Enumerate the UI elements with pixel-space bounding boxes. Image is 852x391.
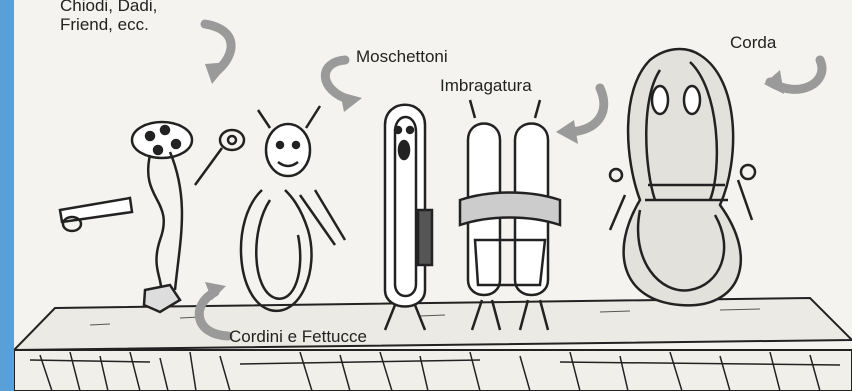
gear-label-carabiners: Moschettoni <box>356 47 448 67</box>
nut-and-hexes-character-icon <box>60 122 244 312</box>
gear-label-protection: Chiodi, Dadi,Friend, ecc. <box>60 0 157 34</box>
rope-coil-character-icon <box>610 49 755 305</box>
sling-character-icon <box>241 106 345 311</box>
arrow-to-harness-icon <box>570 88 604 132</box>
ledge-ground <box>14 298 852 391</box>
gear-label-slings: Cordini e Fettucce <box>229 327 367 347</box>
blue-frame-edge <box>0 0 14 391</box>
gear-label-harness: Imbragatura <box>440 76 532 96</box>
carabiner-character-icon <box>385 105 432 330</box>
gear-label-rope: Corda <box>730 33 776 53</box>
harness-characters-icon <box>460 100 560 330</box>
